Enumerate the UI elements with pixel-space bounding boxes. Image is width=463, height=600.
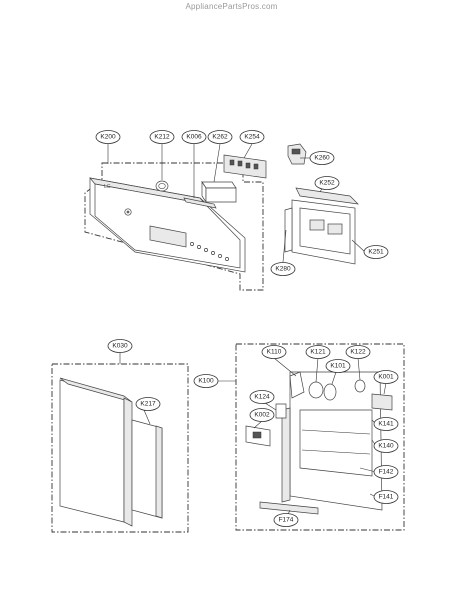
svg-text:F142: F142: [379, 469, 394, 476]
svg-text:K110: K110: [267, 349, 282, 356]
callout-k212: K212: [149, 130, 175, 144]
callout-f142: F142: [373, 465, 399, 479]
callout-f141: F141: [373, 490, 399, 504]
callout-k252: K252: [314, 176, 340, 190]
svg-text:K100: K100: [198, 378, 214, 385]
k001-latch: [371, 393, 393, 411]
callout-k110: K110: [261, 345, 287, 359]
k254-button-bar: [223, 154, 267, 179]
callout-k101: K101: [325, 359, 351, 373]
k006-strip: [183, 197, 217, 209]
k262-frame: [201, 180, 237, 204]
svg-text:K252: K252: [319, 180, 335, 187]
callout-k251: K251: [363, 245, 389, 259]
f174-strip: [259, 501, 319, 515]
callout-k124: K124: [249, 390, 275, 404]
control-panel-group: LG: [84, 143, 366, 291]
svg-text:K260: K260: [314, 155, 330, 162]
callout-k122: K122: [345, 345, 371, 359]
svg-text:K200: K200: [100, 134, 116, 141]
k101-dispenser: [323, 383, 337, 401]
callout-k254: K254: [239, 130, 265, 144]
callout-k280: K280: [270, 262, 296, 276]
k260-connector: [287, 143, 310, 165]
svg-text:K141: K141: [378, 421, 394, 428]
svg-text:F141: F141: [379, 494, 394, 501]
brand-logo: LG: [104, 184, 111, 190]
svg-text:K124: K124: [254, 394, 270, 401]
svg-text:K251: K251: [368, 249, 384, 256]
svg-text:F174: F174: [279, 517, 294, 524]
callout-k100: K100: [193, 374, 219, 388]
callout-f174: F174: [273, 513, 299, 527]
k124-part: [275, 403, 287, 419]
door-panel-group: [51, 352, 189, 533]
callout-k141: K141: [373, 417, 399, 431]
inner-door-group: [218, 343, 405, 531]
svg-text:K280: K280: [275, 266, 291, 273]
k100-boundary: [235, 343, 405, 531]
callout-k262: K262: [207, 130, 233, 144]
callout-k030: K030: [107, 339, 133, 353]
svg-text:K001: K001: [378, 374, 394, 381]
k212-ring: [155, 180, 169, 192]
k121-seal: [308, 381, 324, 399]
callout-k260: K260: [309, 151, 335, 165]
svg-text:K002: K002: [254, 412, 270, 419]
callout-k121: K121: [305, 345, 331, 359]
callout-k006: K006: [181, 130, 207, 144]
callout-k217: K217: [135, 397, 161, 411]
callout-k001: K001: [373, 370, 399, 384]
outer-door-panel: [59, 377, 133, 527]
k251-pcb-assembly: [284, 187, 359, 265]
svg-text:K254: K254: [244, 134, 260, 141]
k030-boundary: [51, 363, 189, 533]
svg-text:K122: K122: [350, 349, 366, 356]
callout-k200: K200: [95, 130, 121, 144]
inner-door-frame: [281, 371, 383, 511]
k217-inner-panel: [131, 409, 163, 519]
svg-text:K217: K217: [140, 401, 156, 408]
svg-text:K121: K121: [310, 349, 326, 356]
callout-k140: K140: [373, 439, 399, 453]
k110-hinge: [289, 371, 305, 399]
k122-cap: [354, 379, 366, 393]
svg-text:K101: K101: [330, 363, 346, 370]
k002-bracket: [245, 425, 271, 447]
svg-text:K006: K006: [186, 134, 202, 141]
watermark: AppliancePartsPros.com: [185, 2, 278, 11]
svg-text:K140: K140: [378, 443, 394, 450]
svg-text:K262: K262: [212, 134, 228, 141]
svg-text:K030: K030: [112, 343, 128, 350]
callout-k002: K002: [249, 408, 275, 422]
svg-text:K212: K212: [154, 134, 170, 141]
